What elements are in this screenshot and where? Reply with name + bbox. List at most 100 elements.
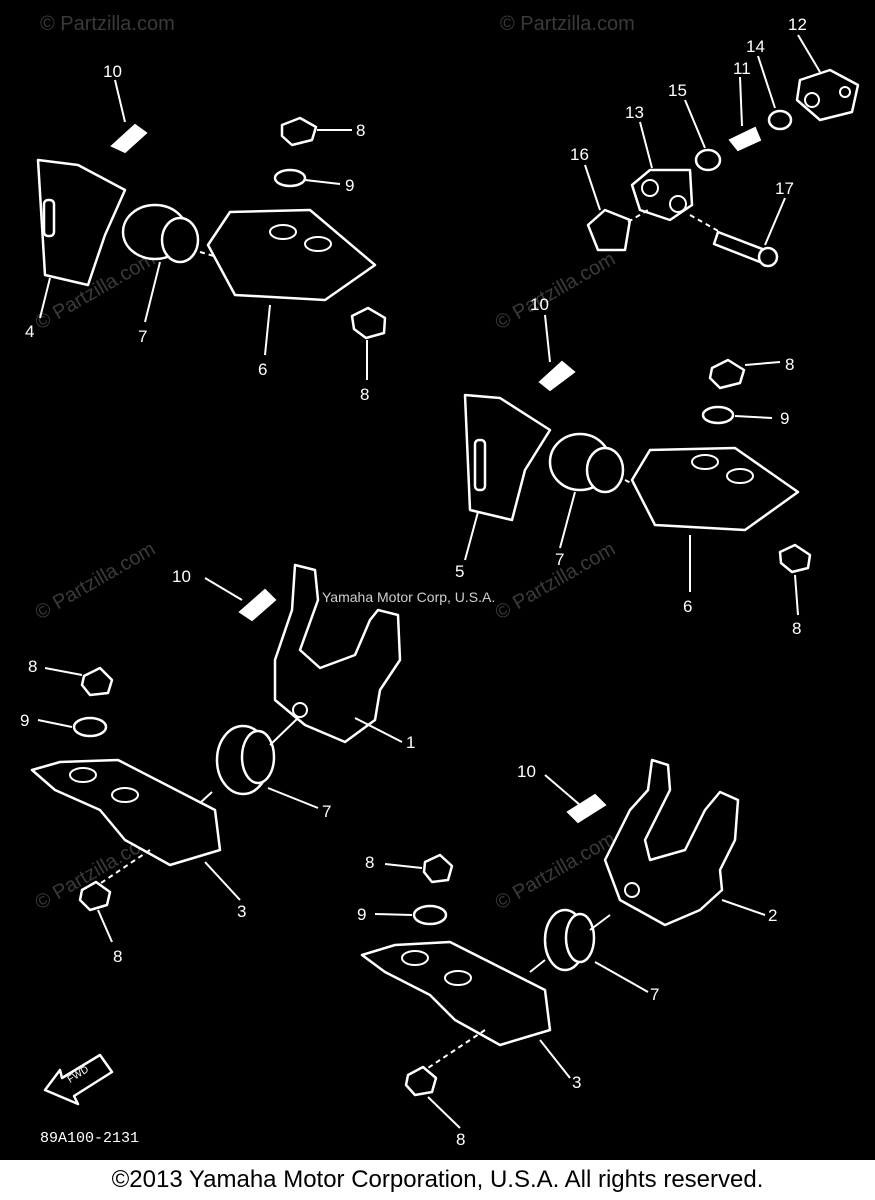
alignment-line (589, 914, 611, 931)
callout-label: 10 (172, 567, 191, 586)
bracket-hole (669, 195, 687, 213)
plate-hole (69, 767, 97, 783)
alignment-line (97, 849, 151, 886)
bracket-part-2 (603, 758, 740, 927)
nut-part-8 (708, 358, 746, 390)
alignment-line (529, 959, 546, 973)
callout-label: 3 (237, 902, 246, 921)
mount-plate-part-6 (630, 446, 800, 532)
callout-label: 9 (357, 905, 366, 924)
plate-hole (726, 468, 754, 484)
callout-label: 10 (103, 62, 122, 81)
plate-hole (111, 787, 139, 803)
nut-part-8 (422, 853, 454, 884)
bracket-part-13 (630, 168, 694, 222)
alignment-line (424, 1029, 486, 1071)
callout-label: 7 (555, 550, 564, 569)
bolt-part-10 (538, 360, 576, 392)
callout-label: 8 (356, 121, 365, 140)
plate-hole (444, 970, 472, 986)
callout-label: 8 (28, 657, 37, 676)
nut-part-8 (778, 543, 812, 574)
bracket-part-4 (36, 158, 127, 287)
lower-right-mount-assembly (360, 758, 740, 1097)
alignment-line (689, 214, 721, 233)
callout-label: 7 (650, 985, 659, 1004)
callout-label: 13 (625, 103, 644, 122)
rubber-damper-face (564, 912, 596, 964)
nut-part-8 (404, 1065, 438, 1097)
callout-label: 8 (792, 619, 801, 638)
callout-label: 10 (517, 762, 536, 781)
washer-part-9 (273, 168, 307, 188)
bolt-part-10 (238, 588, 277, 622)
nut-part-15 (694, 148, 722, 172)
callout-label: 14 (746, 37, 765, 56)
plate-hole (401, 950, 429, 966)
nut-part-8 (350, 306, 387, 340)
mount-plate-part-6 (206, 208, 377, 302)
callout-label: 8 (360, 385, 369, 404)
lower-left-mount-assembly (30, 563, 402, 912)
callout-label: 11 (733, 59, 751, 78)
callout-label: 2 (768, 906, 777, 925)
bolt-part-11 (728, 126, 762, 152)
watermark: © Partzilla.com (492, 248, 620, 334)
plate-hole (304, 236, 332, 252)
callout-label: 8 (113, 947, 122, 966)
bracket-hole (292, 702, 308, 718)
engine-mount-diagram: © Partzilla.com © Partzilla.com © Partzi… (20, 13, 860, 1149)
nut-part-8 (78, 880, 112, 912)
bolt-part-10 (110, 123, 148, 154)
callout-label: 1 (406, 733, 415, 752)
bolt-part-10 (566, 793, 607, 824)
callout-label: 16 (570, 145, 589, 164)
washer-part-9 (701, 405, 735, 425)
callout-label: 17 (775, 179, 794, 198)
alignment-line (269, 717, 299, 746)
callout-label: 9 (345, 176, 354, 195)
callout-label: 10 (530, 295, 549, 314)
bracket-part-1 (273, 563, 402, 744)
callout-label: 8 (456, 1130, 465, 1149)
rubber-damper-face (585, 446, 625, 494)
copyright-footer: ©2013 Yamaha Motor Corporation, U.S.A. A… (0, 1160, 875, 1200)
callout-labels: 10 8 9 4 7 6 8 12 14 11 15 13 16 17 10 8… (20, 15, 807, 1149)
top-left-mount-assembly (36, 116, 387, 340)
callout-label: 9 (20, 711, 29, 730)
nut-part-8 (80, 666, 114, 697)
callout-label: 5 (455, 562, 464, 581)
washer-part-14 (767, 109, 793, 131)
callout-label: 15 (668, 81, 687, 100)
bolt-part-17 (712, 230, 767, 264)
callout-label: 4 (25, 322, 34, 341)
callout-label: 6 (683, 597, 692, 616)
plate-hole (269, 224, 297, 240)
callout-label: 8 (785, 355, 794, 374)
bracket-hole (624, 882, 640, 898)
diagram-credit: Yamaha Motor Corp, U.S.A. (322, 589, 495, 605)
clamp-hole (839, 86, 851, 98)
mount-plate-part-3 (360, 940, 552, 1047)
bracket-slot (42, 198, 56, 238)
callout-label: 7 (322, 802, 331, 821)
callout-label: 6 (258, 360, 267, 379)
mount-plate-part-3 (30, 758, 222, 867)
washer-part-9 (412, 904, 448, 926)
nut-part-8 (280, 116, 318, 147)
bolt-head (757, 246, 779, 268)
bracket-slot (473, 438, 487, 492)
top-right-hardware-assembly (586, 68, 860, 268)
callout-label: 12 (788, 15, 807, 34)
bracket-hole (641, 179, 659, 197)
diagram-code: 89A100-2131 (40, 1130, 139, 1147)
callout-label: 8 (365, 853, 374, 872)
leader-lines (37, 34, 821, 1129)
bushing-part-16 (586, 208, 632, 252)
watermark: © Partzilla.com (40, 13, 175, 35)
callout-label: 9 (780, 409, 789, 428)
rubber-damper-face (160, 216, 200, 264)
callout-label: 7 (138, 327, 147, 346)
alignment-line (627, 209, 649, 223)
